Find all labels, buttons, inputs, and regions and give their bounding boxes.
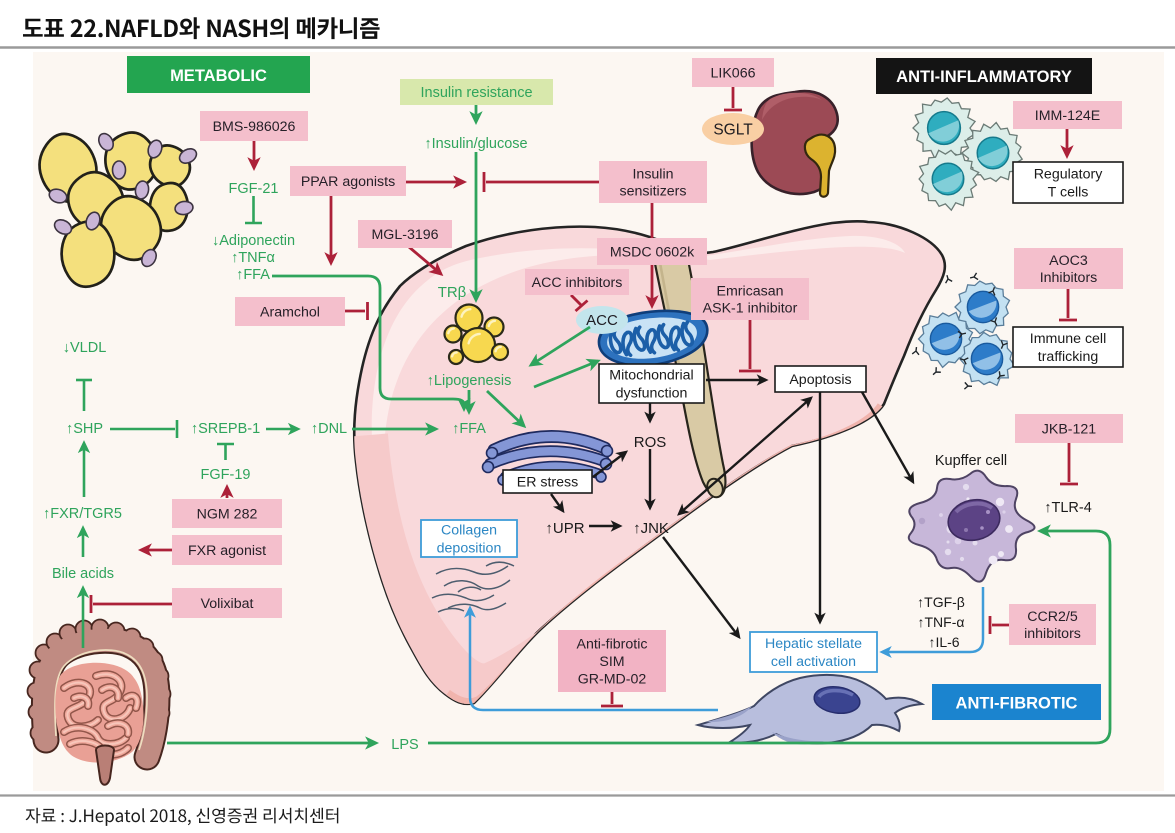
svg-text:↑Lipogenesis: ↑Lipogenesis: [427, 373, 512, 389]
svg-text:MGL-3196: MGL-3196: [371, 227, 438, 243]
svg-text:NGM 282: NGM 282: [197, 507, 258, 523]
svg-text:↑FXR/TGR5: ↑FXR/TGR5: [43, 506, 122, 522]
svg-text:Kupffer cell: Kupffer cell: [935, 453, 1007, 469]
svg-text:SIM: SIM: [599, 654, 624, 670]
svg-text:FGF-19: FGF-19: [201, 467, 251, 483]
svg-text:Collagen: Collagen: [441, 523, 497, 539]
svg-text:Anti-fibrotic: Anti-fibrotic: [577, 637, 648, 653]
svg-text:↑TNF-α: ↑TNF-α: [918, 614, 965, 630]
svg-text:Emricasan: Emricasan: [716, 283, 783, 299]
svg-text:inhibitors: inhibitors: [1024, 626, 1081, 642]
svg-text:GR-MD-02: GR-MD-02: [578, 671, 647, 687]
svg-text:LIK066: LIK066: [711, 66, 756, 82]
svg-text:↑DNL: ↑DNL: [311, 421, 347, 437]
svg-text:ROS: ROS: [634, 434, 667, 451]
svg-text:sensitizers: sensitizers: [619, 184, 686, 200]
svg-text:Volixibat: Volixibat: [201, 596, 254, 612]
svg-text:↑Insulin/glucose: ↑Insulin/glucose: [424, 136, 527, 152]
svg-text:Hepatic stellate: Hepatic stellate: [765, 636, 862, 652]
svg-text:Immune cell: Immune cell: [1030, 331, 1106, 347]
svg-text:Bile acids: Bile acids: [52, 566, 114, 582]
svg-text:FXR agonist: FXR agonist: [188, 543, 266, 559]
svg-text:IMM-124E: IMM-124E: [1035, 108, 1100, 124]
svg-text:Regulatory: Regulatory: [1034, 167, 1104, 183]
svg-text:AOC3: AOC3: [1049, 253, 1088, 269]
svg-text:T cells: T cells: [1048, 184, 1089, 200]
svg-text:cell activation: cell activation: [771, 654, 856, 670]
svg-text:dysfunction: dysfunction: [616, 385, 688, 401]
svg-text:trafficking: trafficking: [1038, 349, 1098, 365]
svg-text:CCR2/5: CCR2/5: [1027, 609, 1078, 625]
svg-text:↑JNK: ↑JNK: [633, 520, 669, 537]
svg-text:Apoptosis: Apoptosis: [789, 372, 851, 388]
svg-text:Insulin: Insulin: [632, 166, 673, 182]
svg-text:↑TNFα: ↑TNFα: [231, 250, 275, 266]
svg-text:↑UPR: ↑UPR: [545, 520, 584, 537]
svg-text:JKB-121: JKB-121: [1042, 422, 1097, 438]
svg-text:↑TGF-β: ↑TGF-β: [917, 594, 965, 610]
svg-text:Aramchol: Aramchol: [260, 305, 320, 321]
svg-text:SGLT: SGLT: [713, 122, 753, 139]
svg-text:Insulin resistance: Insulin resistance: [420, 85, 532, 101]
svg-text:BMS-986026: BMS-986026: [213, 119, 296, 135]
svg-text:↓Adiponectin: ↓Adiponectin: [212, 233, 295, 249]
svg-text:Mitochondrial: Mitochondrial: [609, 368, 693, 384]
svg-text:deposition: deposition: [437, 540, 502, 556]
svg-text:↓VLDL: ↓VLDL: [63, 340, 107, 356]
svg-text:METABOLIC: METABOLIC: [170, 67, 267, 85]
svg-text:Inhibitors: Inhibitors: [1040, 270, 1098, 286]
svg-text:ASK-1 inhibitor: ASK-1 inhibitor: [703, 301, 798, 317]
svg-text:↑SREPB-1: ↑SREPB-1: [191, 421, 260, 437]
svg-text:MSDC 0602k: MSDC 0602k: [610, 245, 695, 261]
svg-text:TRβ: TRβ: [438, 284, 467, 301]
svg-text:LPS: LPS: [391, 737, 418, 753]
svg-text:FGF-21: FGF-21: [229, 181, 279, 197]
svg-text:ANTI-FIBROTIC: ANTI-FIBROTIC: [956, 695, 1078, 713]
svg-text:↑TLR-4: ↑TLR-4: [1044, 500, 1092, 516]
svg-text:ACC inhibitors: ACC inhibitors: [532, 275, 623, 291]
svg-text:↑IL-6: ↑IL-6: [928, 634, 959, 650]
svg-text:↑FFA: ↑FFA: [452, 421, 486, 437]
svg-text:ER stress: ER stress: [517, 475, 579, 491]
svg-text:ANTI-INFLAMMATORY: ANTI-INFLAMMATORY: [896, 68, 1072, 86]
svg-text:PPAR agonists: PPAR agonists: [301, 174, 395, 190]
svg-text:↑SHP: ↑SHP: [66, 421, 103, 437]
svg-text:↑FFA: ↑FFA: [236, 267, 270, 283]
svg-text:ACC: ACC: [586, 312, 618, 329]
